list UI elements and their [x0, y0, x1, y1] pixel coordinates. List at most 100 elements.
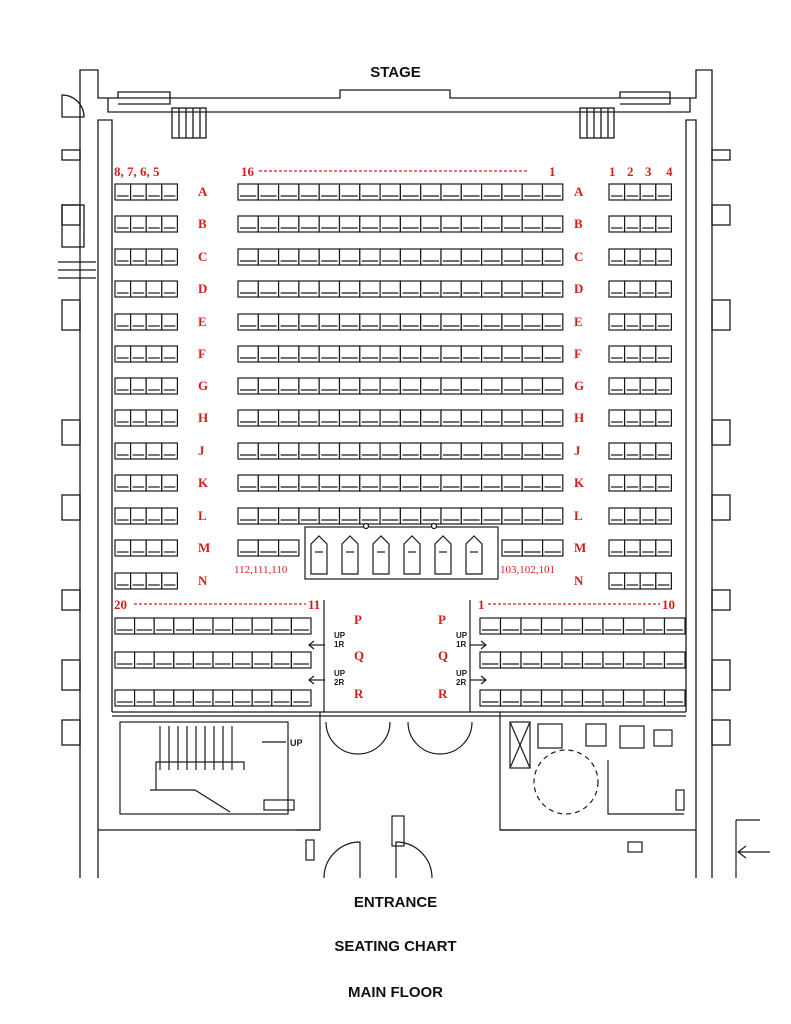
seat-center	[278, 248, 300, 266]
seat-rear-right	[663, 651, 686, 669]
seat-rear-left	[212, 651, 234, 669]
seat-left	[145, 572, 163, 590]
stage-edge	[107, 98, 691, 113]
seat-center	[399, 215, 422, 233]
row-label-right: K	[574, 475, 585, 490]
seat-center	[501, 215, 523, 233]
seat-center	[541, 280, 564, 298]
seat-left	[161, 572, 179, 590]
seat-right	[623, 280, 641, 298]
seat-right	[608, 280, 626, 298]
seat-rear-left	[232, 689, 253, 707]
seat-rear-right	[499, 651, 522, 669]
seat-center	[318, 409, 341, 427]
seat-right	[608, 313, 626, 331]
row-label-left: M	[198, 540, 210, 555]
seat-center	[460, 474, 483, 492]
row-label-right: L	[574, 508, 583, 523]
seat-center	[521, 313, 544, 331]
seat-right	[639, 215, 657, 233]
seat-rear-left	[192, 689, 214, 707]
box-marker	[362, 522, 370, 530]
seat-center	[420, 183, 442, 201]
seat-right	[608, 248, 626, 266]
rear-right-seat-start: 1	[478, 597, 485, 612]
seat-center	[237, 280, 259, 298]
seat-rear-right	[479, 689, 502, 707]
seat-rear-right	[622, 689, 645, 707]
right-seat-number: 3	[645, 164, 652, 179]
box-chair	[434, 535, 452, 575]
right-seat-number: 1	[609, 164, 616, 179]
seat-center	[420, 345, 442, 363]
row-label-right: F	[574, 346, 582, 361]
seat-left	[130, 313, 147, 331]
seat-left	[161, 377, 179, 395]
seat-center	[318, 313, 341, 331]
seat-center	[298, 474, 320, 492]
pilaster-right	[711, 659, 731, 691]
rear-row-label-left: P	[354, 612, 362, 627]
seat-left	[145, 539, 163, 557]
seat-center	[440, 409, 462, 427]
stage-stair	[579, 107, 615, 139]
vestibule-wall-left	[296, 712, 321, 831]
seat-center	[237, 248, 259, 266]
box-chair	[310, 535, 328, 575]
seat-center	[420, 442, 442, 460]
rear-right-seat-end: 10	[662, 597, 675, 612]
seat-right	[655, 507, 672, 525]
wall-fixture	[305, 839, 315, 861]
side-door-arc	[61, 94, 85, 118]
seat-rear-right	[520, 689, 543, 707]
seat-rear-right	[663, 617, 686, 635]
seat-center	[318, 345, 341, 363]
chart-title: SEATING CHART	[334, 938, 457, 955]
seat-right	[639, 248, 657, 266]
seat-right	[655, 345, 672, 363]
seat-left	[130, 507, 147, 525]
exterior-planter	[61, 204, 85, 248]
seat-left	[130, 572, 147, 590]
seat-center	[379, 377, 402, 395]
seat-right	[608, 539, 626, 557]
seat-rear-left	[212, 689, 234, 707]
seat-rear-right	[540, 651, 563, 669]
seat-center	[399, 474, 422, 492]
restroom-wall	[607, 760, 684, 815]
seat-center-m-left	[237, 539, 259, 557]
seat-center-m-left	[278, 539, 300, 557]
fixture	[537, 723, 563, 749]
seat-rear-right	[561, 617, 584, 635]
seat-center	[278, 474, 300, 492]
seat-rear-left	[271, 689, 292, 707]
seat-rear-right	[520, 617, 543, 635]
seat-center	[399, 313, 422, 331]
seat-right	[655, 539, 672, 557]
seat-center	[298, 183, 320, 201]
seat-rear-left	[134, 651, 155, 669]
seat-center	[379, 280, 402, 298]
seat-right	[639, 539, 657, 557]
seat-left	[145, 280, 163, 298]
seat-center	[420, 215, 442, 233]
seat-center	[440, 377, 462, 395]
seat-center	[501, 442, 523, 460]
seat-center	[541, 215, 564, 233]
seat-center	[379, 215, 402, 233]
vestibule-wall-right	[499, 712, 520, 831]
seat-center-m-right	[541, 539, 564, 557]
row-m-left-seat-numbers: 112,111,110	[234, 564, 288, 576]
lobby-stair-up: UP	[290, 738, 303, 748]
seat-right	[655, 377, 672, 395]
rear-row-label-left: Q	[354, 648, 364, 663]
seat-center	[501, 507, 523, 525]
row-label-left: L	[198, 508, 207, 523]
seat-rear-left	[192, 617, 214, 635]
seat-rear-left	[173, 617, 195, 635]
seat-center	[257, 345, 280, 363]
seat-center	[257, 377, 280, 395]
seat-center	[318, 474, 341, 492]
stair-arrowhead	[480, 675, 487, 685]
seat-right	[608, 507, 626, 525]
